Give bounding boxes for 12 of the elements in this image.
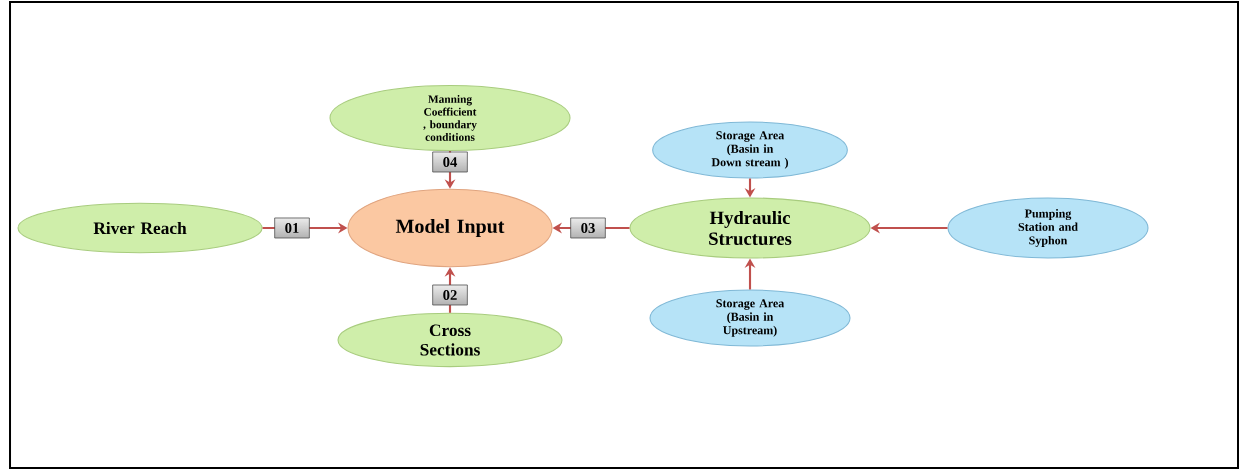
ellipse-node: Cross Sections [337,312,563,368]
ellipse-node: Hydraulic Structures [629,197,871,259]
ellipse-node: Model Input [347,188,553,268]
edge-label: 02 [432,284,468,306]
ellipse-node: Storage Area (Basin in Down stream ) [652,121,848,179]
ellipse-node: Pumping Station and Syphon [947,197,1149,259]
edge-label: 03 [570,217,606,239]
edge-label: 01 [274,217,310,239]
ellipse-node: Manning Coefficient , boundary conditions [329,84,571,152]
edge-label: 04 [432,151,468,173]
ellipse-node: Storage Area (Basin in Upstream) [649,289,851,347]
ellipse-node: River Reach [17,202,263,254]
